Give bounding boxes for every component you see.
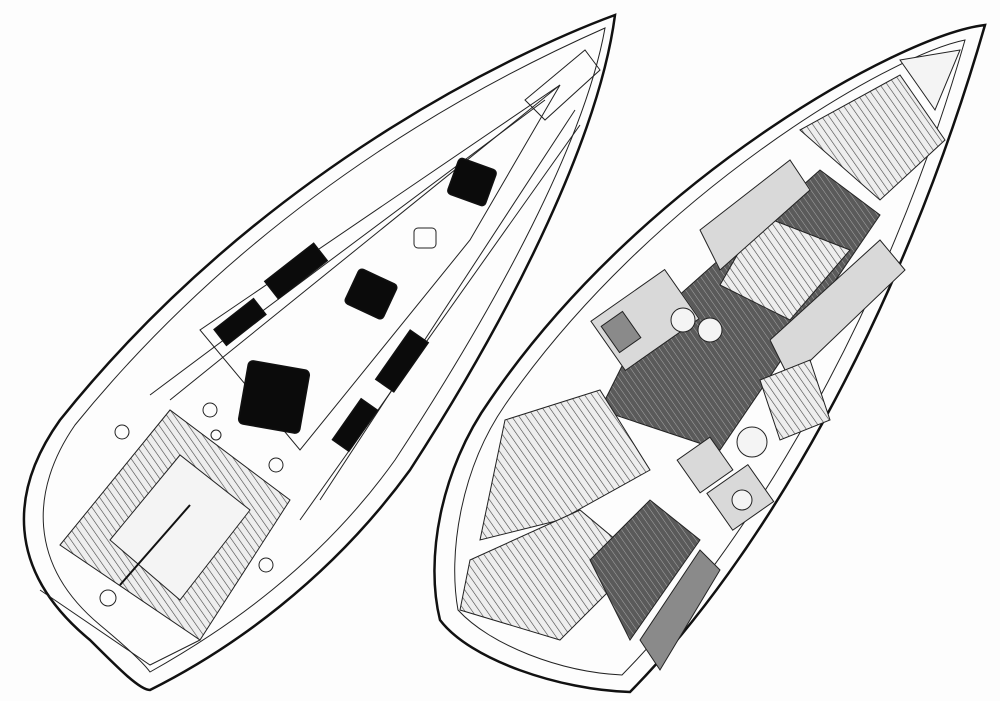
chart-table <box>759 359 831 441</box>
aft-cabin-berth <box>459 509 641 641</box>
rudder-post <box>99 589 117 607</box>
anchor-locker <box>524 49 601 121</box>
mast-step <box>413 227 437 249</box>
stove-icon <box>600 310 642 354</box>
portlight-4 <box>331 397 379 453</box>
washbasin-icon <box>731 489 753 511</box>
cabin-top <box>199 84 561 451</box>
cockpit-well <box>109 454 251 601</box>
winch-icon <box>202 402 218 418</box>
nav-instruments <box>676 436 734 494</box>
deck-hull-outline <box>22 13 617 692</box>
interior-hull-outline <box>433 23 987 694</box>
winch-icon <box>268 457 284 473</box>
genoa-track-stbd <box>299 124 581 521</box>
v-berth <box>799 74 946 201</box>
settee-stbd <box>769 239 906 381</box>
sink-icon <box>670 307 696 333</box>
winch-icon <box>210 429 222 441</box>
sink-icon <box>697 317 723 343</box>
tiller <box>119 504 191 586</box>
saloon-hatch <box>344 268 398 320</box>
fore-peak <box>899 49 961 112</box>
winch-icon <box>114 424 130 440</box>
deck-plan <box>22 13 617 692</box>
winch-icon <box>258 557 274 573</box>
quarter-berth-port <box>479 389 651 541</box>
main-hatch <box>237 360 311 434</box>
forward-hatch <box>447 157 497 207</box>
portlight-1 <box>263 242 329 300</box>
settee-port <box>699 159 811 271</box>
genoa-track-port <box>149 99 546 396</box>
companionway-steps <box>589 499 701 641</box>
toilet-icon <box>736 426 768 458</box>
cockpit-locker <box>639 549 721 671</box>
interior-layout <box>433 23 987 694</box>
portlight-2 <box>213 297 267 347</box>
portlight-3 <box>374 329 430 393</box>
jackstay-stbd <box>319 109 576 501</box>
transom <box>39 589 201 666</box>
